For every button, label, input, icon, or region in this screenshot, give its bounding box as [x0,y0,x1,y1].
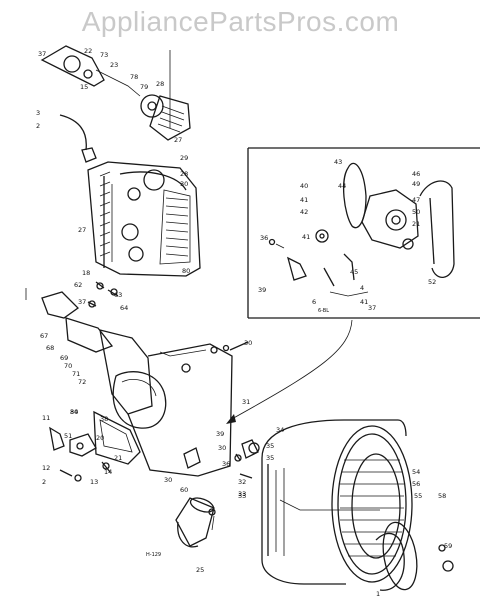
callout: 47 [412,196,420,204]
callout: 11 [42,414,50,422]
callout: 1 [376,590,380,598]
callout: 28 [156,80,164,88]
callout: 20 [96,434,104,442]
callout: 22 [84,47,92,55]
callout: 27 [78,226,86,234]
callout: 13 [90,478,98,486]
site-watermark: AppliancePartsPros.com [81,6,400,37]
callout: 63 [114,291,122,299]
figure-note: 6-BL [318,308,329,314]
callout: 62 [74,281,82,289]
motor-cylinder [175,497,216,548]
top-pulley-assembly [40,45,191,141]
blower-housing [59,114,201,277]
callout: 44 [338,182,346,190]
callout: 30 [70,408,78,416]
callout: 42 [300,208,308,216]
callout: 39 [216,430,224,438]
callout: 80 [182,267,190,275]
motor-inset-box [247,147,480,319]
callout: 70 [64,362,72,370]
callout: 32 [238,478,246,486]
callout: 2 [36,122,40,130]
callout: 30 [180,180,188,188]
callout: 49 [412,180,420,188]
callout: 28 [180,170,188,178]
callout: 52 [428,278,436,286]
callout-labels: 37 22 73 23 15 78 79 28 27 3 2 29 28 80 … [36,47,452,598]
callout: 71 [72,370,80,378]
callout: 30 [218,444,226,452]
callout: 41 [360,298,368,306]
callout: 43 [334,158,342,166]
inset-pointer [226,319,353,424]
callout: 12 [42,464,50,472]
callout: 33 [238,492,246,500]
callout: 38 [100,415,108,423]
callout: 46 [412,170,420,178]
callout: 59 [444,542,452,550]
callout: 56 [412,480,420,488]
figure-note: H-129 [146,552,161,558]
callout: 50 [412,208,420,216]
callout: 39 [258,286,266,294]
callout: 67 [40,332,48,340]
callout: 37 [38,50,46,58]
callout: 31 [242,398,250,406]
callout: 29 [180,154,188,162]
callout: 25 [196,566,204,574]
callout: 41 [300,196,308,204]
callout: 37 [78,298,86,306]
callout: 35 [266,454,274,462]
callout: 30 [164,476,172,484]
callout: 33 [238,490,246,498]
callout: 58 [438,492,446,500]
callout: 21 [114,454,122,462]
callout: 84 [70,408,78,416]
callout: 73 [100,51,108,59]
callout: 54 [412,468,420,476]
callout: 6 [312,298,316,306]
callout: 78 [130,73,138,81]
callout: 36 [222,460,230,468]
fasteners-mid [87,281,119,308]
callout: 14 [104,468,112,476]
callout: 64 [120,304,128,312]
callout: 68 [46,344,54,352]
callout: 41 [302,233,310,241]
callout: 36 [260,234,268,242]
callout: 30 [244,339,252,347]
callout: 40 [300,182,308,190]
callout: 72 [78,378,86,386]
callout: 3 [36,109,40,117]
callout: 34 [276,426,284,434]
callout: 51 [64,432,72,440]
callout: 15 [80,83,88,91]
callout: 21 [412,220,420,228]
callout: 23 [110,61,118,69]
drum-rollers [183,439,260,479]
callout: 18 [82,269,90,277]
front-bulkhead [41,291,249,477]
callout: 4 [360,284,364,292]
callout: 2 [42,478,46,486]
callout: 45 [350,268,358,276]
callout: 60 [180,486,188,494]
switch-parts [49,426,111,482]
callout: 69 [60,354,68,362]
callout: 27 [174,136,182,144]
callout: 37 [368,304,376,312]
callout: 55 [414,492,422,500]
callout: 35 [266,442,274,450]
callout: 79 [140,83,148,91]
dryer-drum [261,419,454,591]
